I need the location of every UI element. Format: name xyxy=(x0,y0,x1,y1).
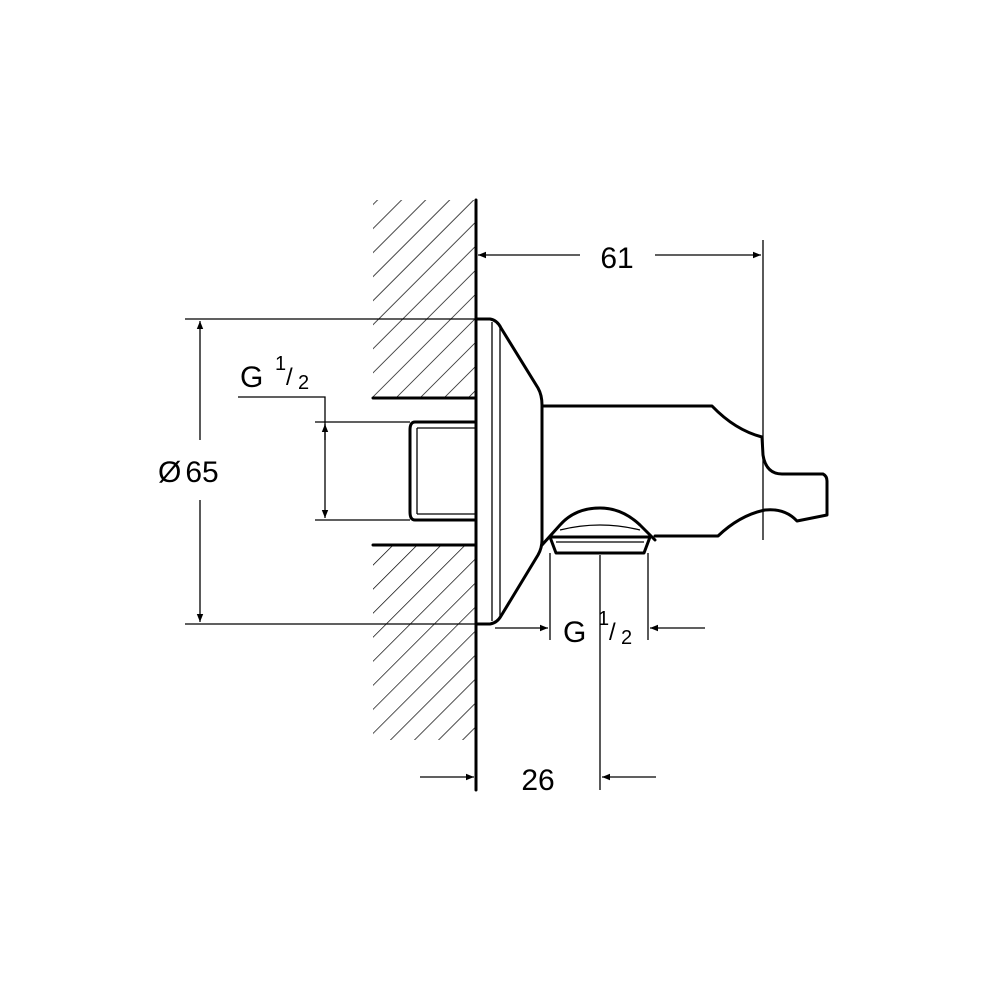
dimension-inlet-thread: G 1 / 2 xyxy=(238,353,410,521)
outlet-thread-slash: / xyxy=(609,619,616,646)
outlet-thread-prefix: G xyxy=(563,616,586,649)
dimension-outlet-thread: G 1 / 2 xyxy=(495,553,705,649)
dimension-61-label: 61 xyxy=(600,242,633,275)
diameter-value: 65 xyxy=(185,456,218,489)
wall-hatch-upper xyxy=(373,200,476,398)
svg-text:Ø65: Ø65 xyxy=(158,456,219,489)
outlet-thread-den: 2 xyxy=(621,627,632,649)
inlet-thread-prefix: G xyxy=(240,361,263,394)
inlet-thread-slash: / xyxy=(286,364,293,391)
inlet-thread xyxy=(408,420,478,522)
outlet-body xyxy=(540,404,829,538)
wall-section xyxy=(371,198,478,792)
wall-hatch-lower xyxy=(373,545,476,740)
outlet-thread-num: 1 xyxy=(598,608,609,630)
flange xyxy=(474,317,544,626)
inlet-thread-num: 1 xyxy=(275,353,286,375)
diameter-symbol: Ø xyxy=(158,456,181,489)
dimension-26-label: 26 xyxy=(521,764,554,797)
dimension-26: 26 xyxy=(420,555,656,797)
inlet-thread-den: 2 xyxy=(298,372,309,394)
outlet-connector xyxy=(540,506,657,555)
dimension-61: 61 xyxy=(478,240,764,540)
